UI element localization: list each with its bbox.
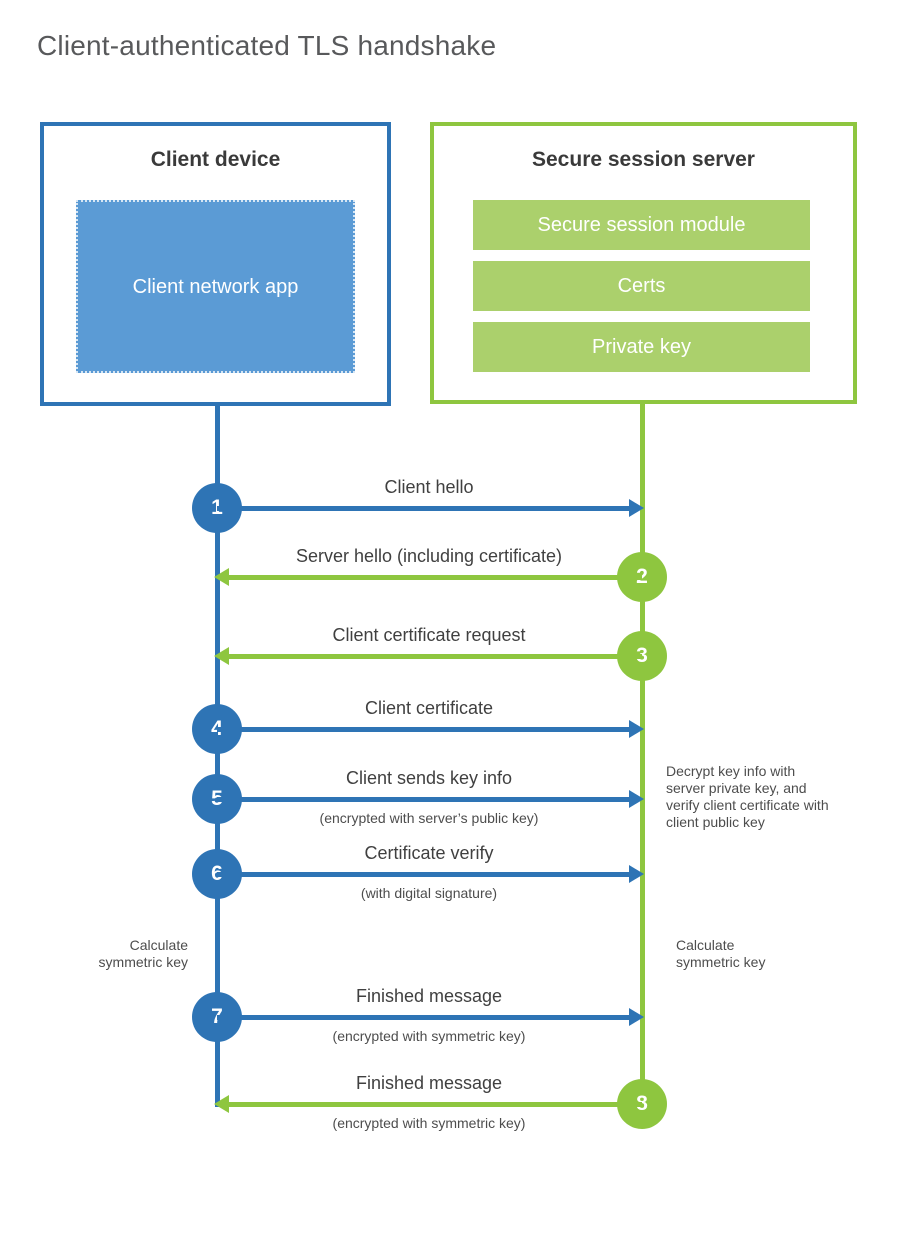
arrow-head-icon [214,1095,229,1113]
server-module-bar: Secure session module [473,200,810,250]
arrow-head-icon [629,499,644,517]
message-sublabel: (encrypted with symmetric key) [332,1115,526,1131]
client-network-app-label: Client network app [132,275,299,298]
message-label: Client hello [384,477,474,497]
arrow-line [217,872,629,877]
handshake-step-1: 1 Client hello [0,477,900,533]
server-lifeline [640,404,645,1104]
arrow-head-icon [214,568,229,586]
decrypt-key-note: Decrypt key info with server private key… [666,763,829,830]
client-device-title: Client device [150,148,281,171]
arrow-head-icon [629,720,644,738]
arrow-line [229,575,642,580]
handshake-step-2: 2 Server hello (including certificate) [0,546,900,602]
server-box: Secure session server Secure session mod… [430,122,857,404]
client-lifeline [215,406,220,1107]
message-sublabel: (encrypted with server’s public key) [319,810,539,826]
arrow-head-icon [629,1008,644,1026]
diagram-title: Client-authenticated TLS handshake [37,30,497,61]
message-label: Client certificate request [332,625,526,645]
handshake-step-3: 3 Client certificate request [0,625,900,681]
message-label: Client certificate [364,698,494,718]
handshake-step-5: 5 Client sends key info (encrypted with … [0,768,900,826]
handshake-step-8: 8 Finished message (encrypted with symme… [0,1073,900,1131]
client-device-box: Client device Client network app [40,122,391,406]
arrow-line [217,797,629,802]
server-title: Secure session server [532,148,755,171]
message-label: Finished message [355,986,503,1006]
message-label: Finished message [355,1073,503,1093]
arrow-line [217,1015,629,1020]
arrow-line [217,506,629,511]
message-label: Client sends key info [345,768,513,788]
handshake-step-6: 6 Certificate verify (with digital signa… [0,843,900,901]
arrow-head-icon [629,790,644,808]
handshake-step-4: 4 Client certificate [0,698,900,754]
arrow-line [229,654,642,659]
handshake-step-7: 7 Finished message (encrypted with symme… [0,986,900,1044]
client-network-app-box: Client network app [76,200,355,373]
arrow-line [217,727,629,732]
message-label: Server hello (including certificate) [295,546,563,566]
message-label: Certificate verify [364,843,494,863]
arrow-head-icon [629,865,644,883]
message-sublabel: (encrypted with symmetric key) [332,1028,526,1044]
calculate-symmetric-key-note-client: Calculate symmetric key [98,937,188,970]
message-sublabel: (with digital signature) [360,885,498,901]
server-private-key-bar: Private key [473,322,810,372]
arrow-line [229,1102,642,1107]
calculate-symmetric-key-note-server: Calculate symmetric key [676,937,766,970]
arrow-head-icon [214,647,229,665]
server-certs-bar: Certs [473,261,810,311]
